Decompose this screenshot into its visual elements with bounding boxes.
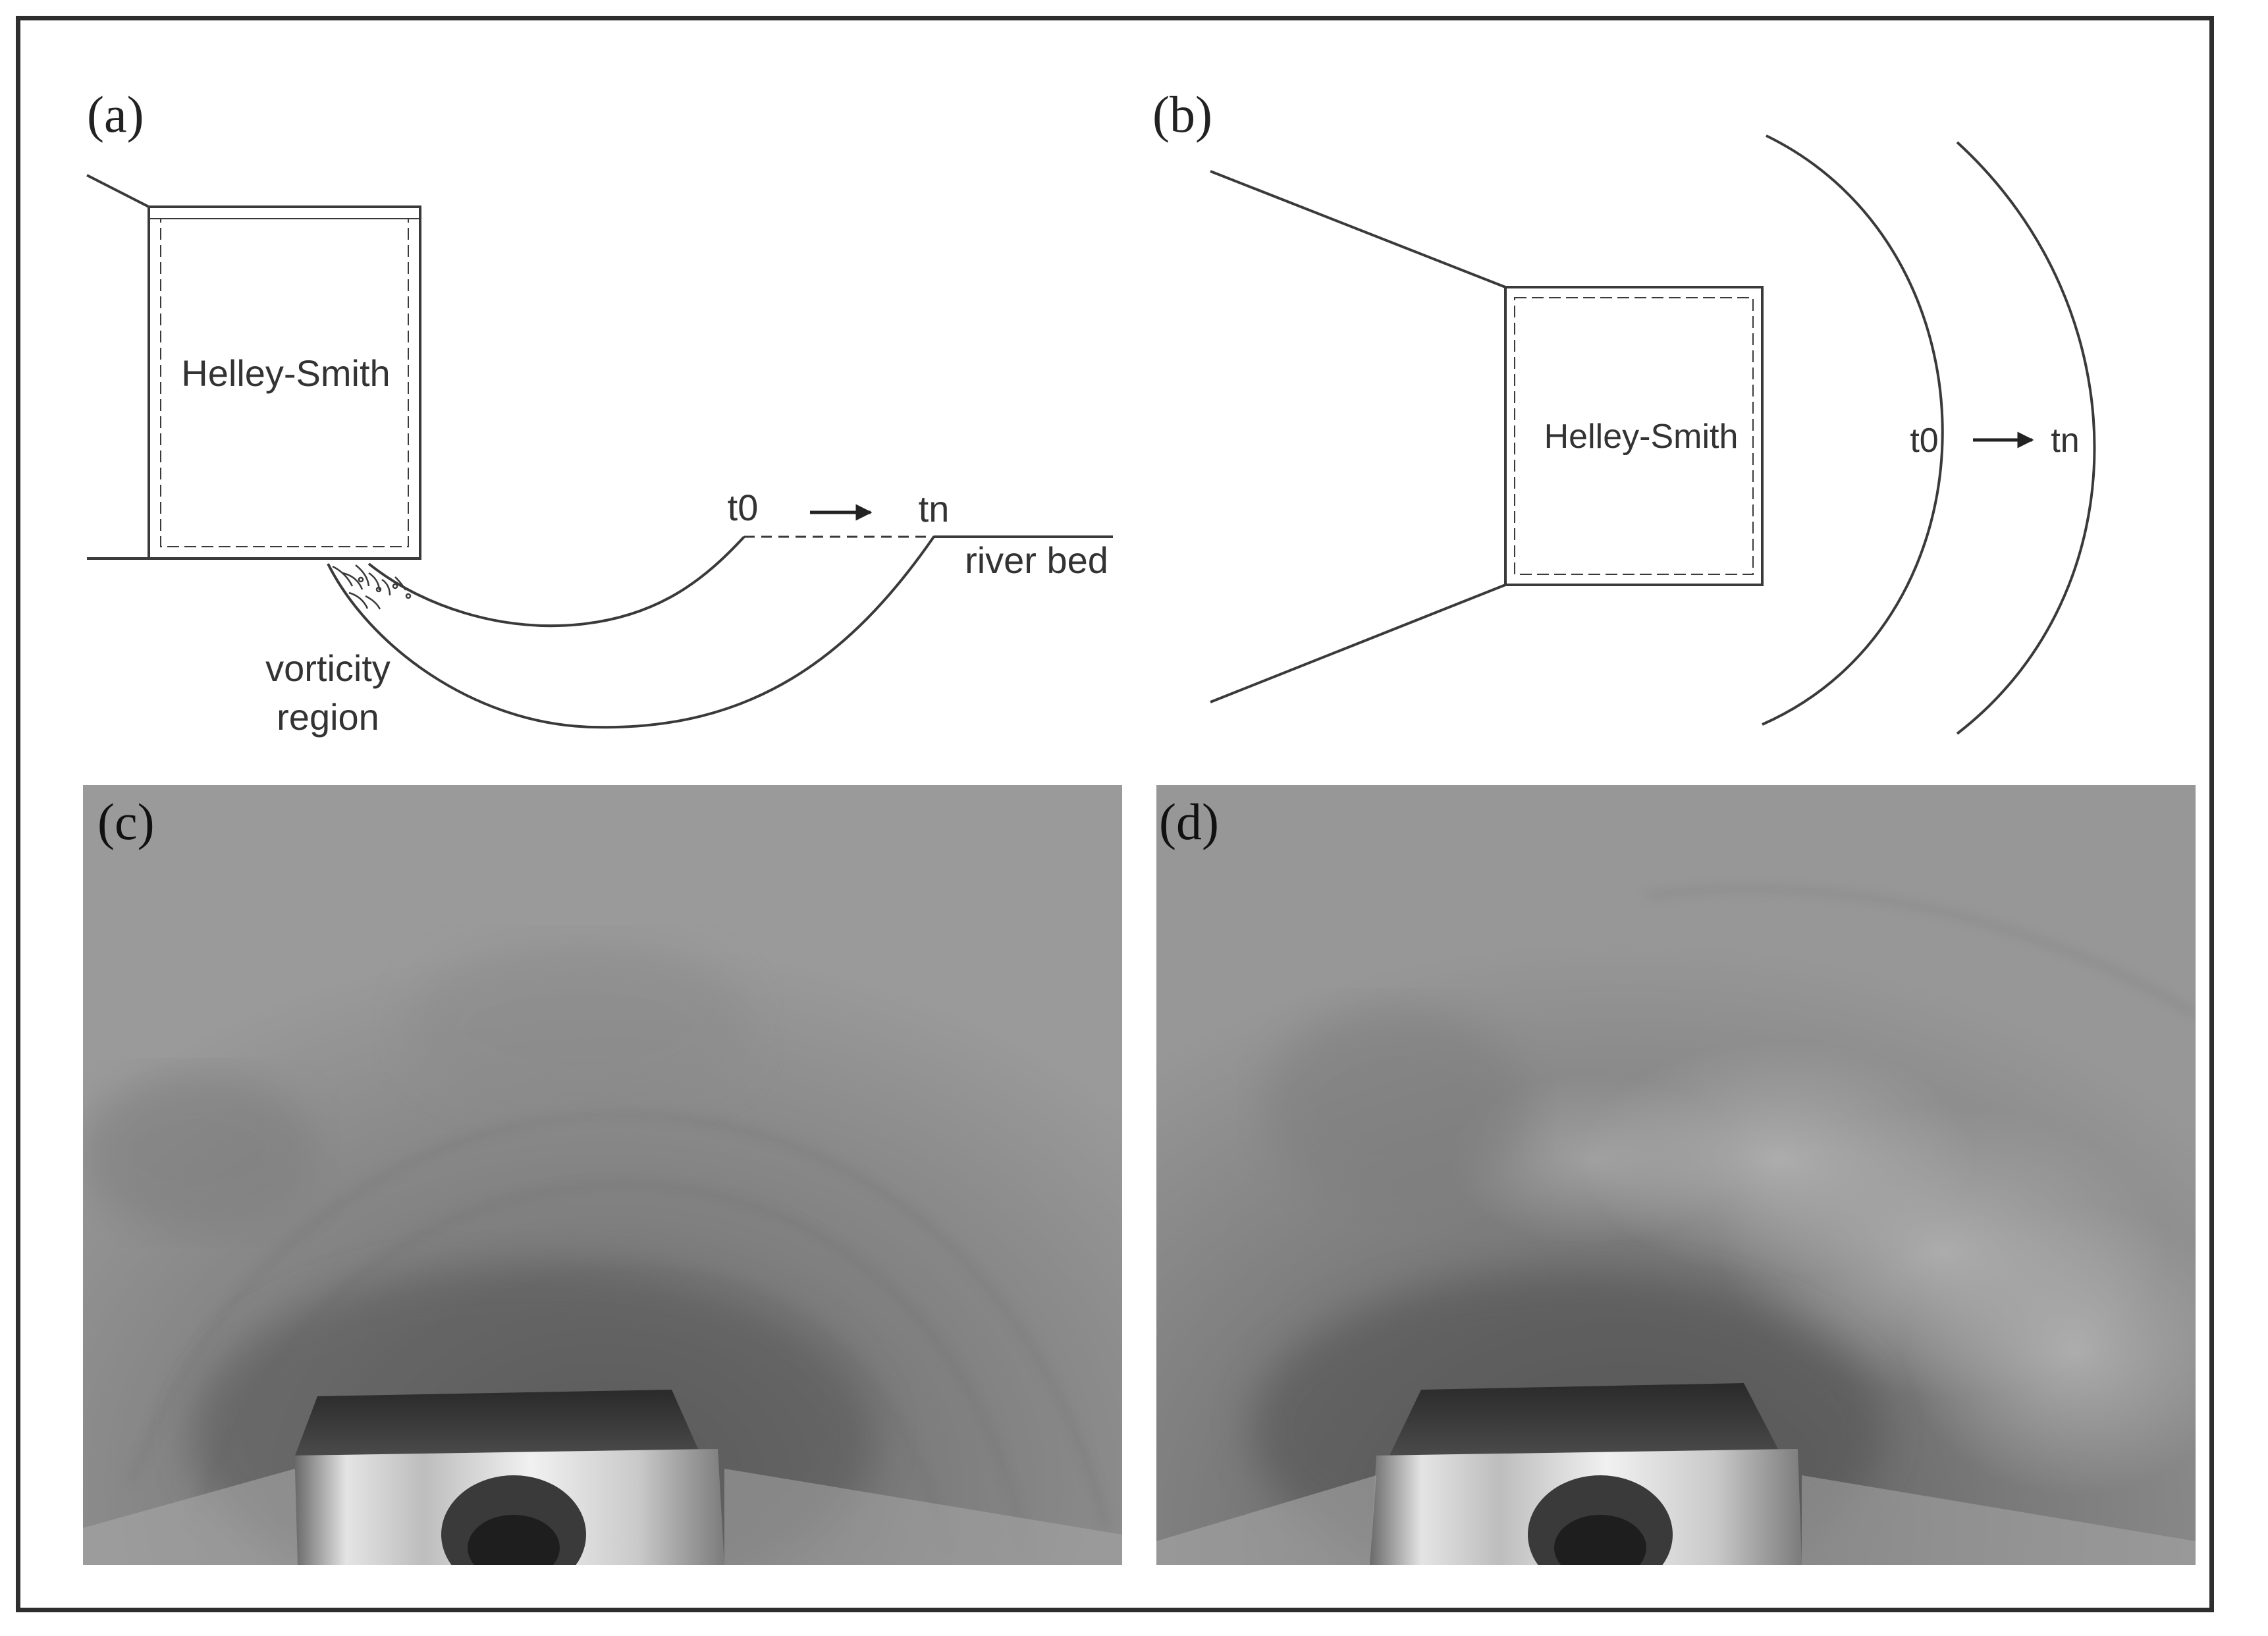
- panel-b-sampler-inner: [1514, 297, 1754, 575]
- panel-a-vorticity-label-1: vorticity: [265, 647, 391, 689]
- panel-a-vorticity-label-2: region: [277, 696, 379, 738]
- panel-a-inlet-line: [86, 174, 149, 208]
- panel-a-time-start: t0: [728, 487, 759, 528]
- panel-d-label: (d): [1159, 793, 1219, 850]
- panel-b-inlet-upper: [1210, 170, 1506, 288]
- panel-a-label: (a): [87, 86, 144, 143]
- panel-b-front-tn: [1956, 141, 2096, 735]
- panel-b-time-end: tn: [2051, 422, 2079, 460]
- panel-b-inlet-lower: [1210, 584, 1506, 703]
- panel-b-sampler-label: Helley-Smith: [1544, 418, 1739, 456]
- panel-a-time-end: tn: [919, 488, 950, 530]
- panel-a-bed-label: river bed: [965, 539, 1108, 581]
- panel-d-sampler-top: [1390, 1383, 1778, 1456]
- panel-a-vorticity-marks: [332, 564, 412, 610]
- panel-a-scour-t0: [367, 535, 745, 628]
- panel-a-scour-tn: [327, 535, 935, 729]
- panel-a: (a) Helley-Smith t0 tn river bed vortici…: [86, 86, 1113, 738]
- panel-b-time-start: t0: [1910, 422, 1938, 460]
- panel-b: (b) Helley-Smith t0 tn: [1152, 86, 2096, 735]
- panel-b-sampler-box: [1504, 286, 1764, 586]
- panel-b-label: (b): [1152, 86, 1212, 143]
- panel-c-photo: (c): [83, 785, 1122, 1565]
- panel-d-photo: (d): [1156, 785, 2196, 1565]
- panel-b-front-t0: [1762, 134, 1944, 726]
- panel-c-label: (c): [97, 793, 155, 850]
- panel-a-sampler-label: Helley-Smith: [181, 352, 390, 394]
- panel-c-sampler-top: [295, 1390, 698, 1456]
